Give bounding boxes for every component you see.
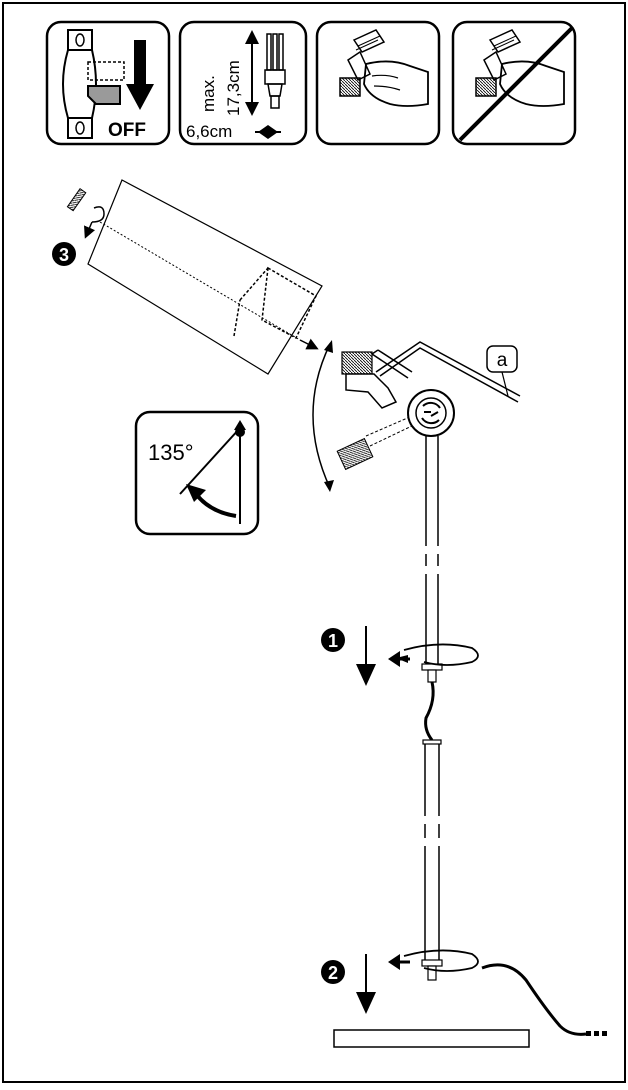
- step-3-badge: [52, 242, 76, 266]
- upper-pole: [421, 436, 443, 683]
- arrow-down-icon: [356, 664, 376, 686]
- lamp-socket: [341, 349, 413, 409]
- lamp-socket-alt-position: [336, 415, 417, 471]
- callout-a-label: a: [497, 350, 508, 371]
- hand-holding-bulb-icon: [339, 29, 429, 107]
- step-1-label: 1: [328, 631, 338, 651]
- rotate-arrow-icon: [388, 651, 400, 667]
- step-2-badge: [321, 960, 345, 984]
- arrow-up-icon: [245, 30, 259, 44]
- prohibited-slash-icon: [458, 26, 574, 142]
- step-3-label: 3: [59, 245, 69, 265]
- width-label: 6,6cm: [186, 122, 232, 141]
- callout-a: a: [486, 345, 518, 397]
- step-2-label: 2: [328, 963, 338, 983]
- power-cord: [481, 963, 587, 1036]
- arrow-down-icon: [356, 992, 376, 1014]
- cord-continues-icon: [586, 1031, 607, 1036]
- off-label: OFF: [108, 120, 146, 141]
- bulb-size-panel: max. 17,3cm 6,6cm: [178, 20, 308, 146]
- tilt-knob: [407, 389, 455, 437]
- height-label: 17,3cm: [224, 60, 243, 116]
- step-1-badge: [321, 628, 345, 652]
- power-cord: [424, 681, 435, 741]
- rotate-arrow-icon: [186, 484, 206, 502]
- arrow-down-icon: [245, 102, 259, 116]
- tilt-arc: [312, 343, 331, 489]
- lower-pole: [421, 739, 443, 981]
- angle-panel: 135°: [134, 410, 260, 536]
- lamp-shade: 3: [52, 179, 323, 375]
- do-not-hold-panel: [451, 20, 577, 146]
- max-label: max.: [199, 75, 218, 112]
- arrow-down-icon: [126, 84, 154, 110]
- screw-ring-icon: [66, 187, 105, 239]
- hold-bulb-panel: [315, 20, 441, 146]
- energy-saving-bulb-icon: [264, 33, 286, 109]
- rotate-arrow-icon: [388, 954, 400, 970]
- angle-label: 135°: [148, 440, 194, 465]
- switch-off-panel: OFF: [45, 20, 171, 146]
- lamp-base: [333, 1029, 530, 1048]
